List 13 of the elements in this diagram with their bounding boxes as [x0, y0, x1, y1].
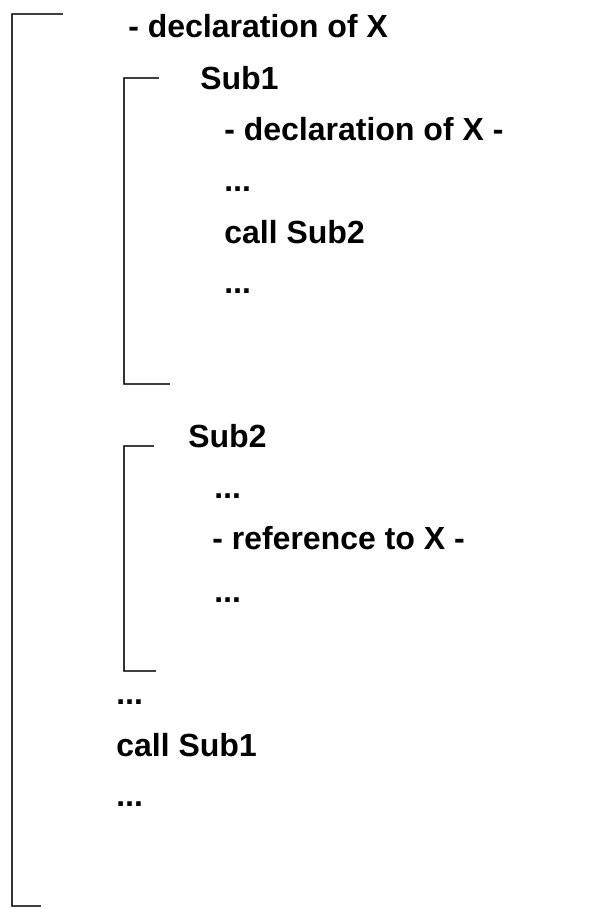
code-line: - declaration of X — [129, 14, 388, 38]
code-line: call Sub2 — [225, 220, 364, 244]
code-line: call Sub1 — [117, 732, 256, 756]
code-line: - declaration of X - — [225, 116, 502, 140]
code-line: Sub1 — [201, 66, 278, 90]
code-line: ... — [118, 801, 141, 806]
code-line: ... — [226, 288, 249, 293]
code-line: ... — [216, 597, 239, 602]
code-line: - reference to X - — [213, 526, 464, 550]
code-line: ... — [118, 699, 141, 704]
code-line: ... — [216, 493, 239, 498]
code-line: Sub2 — [189, 424, 266, 448]
code-line: ... — [226, 186, 249, 191]
